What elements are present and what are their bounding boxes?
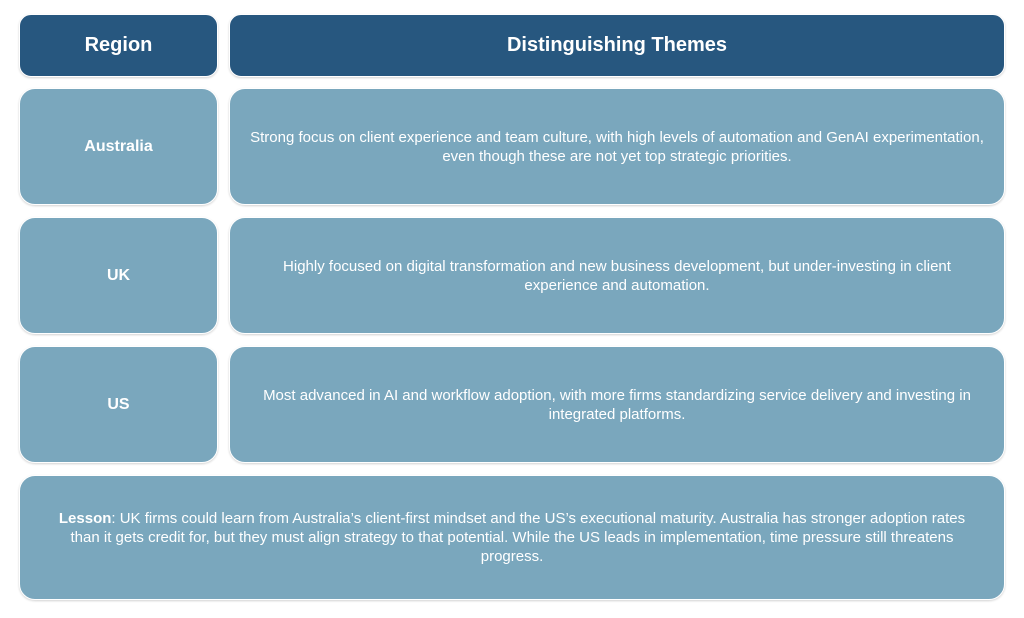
region-label: Australia (84, 137, 153, 155)
region-header-label: Region (84, 34, 153, 56)
themes-column-header: Distinguishing Themes (229, 14, 1005, 77)
region-cell-uk: UK (19, 217, 218, 334)
theme-cell-uk: Highly focused on digital transformation… (229, 217, 1005, 334)
region-cell-us: US (19, 346, 218, 463)
region-cell-australia: Australia (19, 88, 218, 205)
theme-cell-us: Most advanced in AI and workflow adoptio… (229, 346, 1005, 463)
lesson-text: : UK firms could learn from Australia’s … (70, 510, 966, 565)
region-label: UK (106, 266, 131, 284)
lesson-paragraph: Lesson: UK firms could learn from Austra… (50, 509, 974, 566)
theme-cell-australia: Strong focus on client experience and te… (229, 88, 1005, 205)
theme-text: Strong focus on client experience and te… (250, 128, 984, 165)
region-label: US (107, 395, 130, 413)
region-column-header: Region (19, 14, 218, 77)
theme-text: Most advanced in AI and workflow adoptio… (263, 386, 971, 423)
themes-header-label: Distinguishing Themes (506, 34, 728, 56)
lesson-box: Lesson: UK firms could learn from Austra… (19, 475, 1005, 600)
theme-text: Highly focused on digital transformation… (283, 257, 951, 294)
lesson-label: Lesson (58, 510, 112, 527)
